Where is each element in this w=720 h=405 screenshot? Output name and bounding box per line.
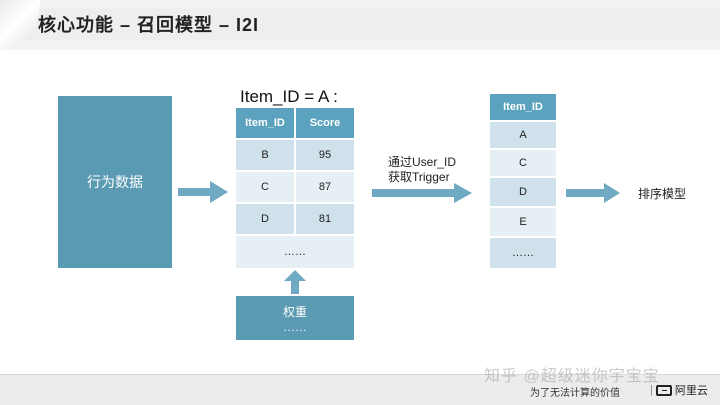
arrow-right-icon <box>566 183 620 203</box>
trigger-label-line1: 通过User_ID <box>388 155 457 169</box>
footer-slogan: 为了无法计算的价值 <box>530 388 620 399</box>
brand-separator: | <box>650 384 653 396</box>
footer-divider <box>0 374 720 375</box>
weight-label: 权重 <box>282 304 307 319</box>
list-item: C <box>490 150 556 176</box>
list-item: …… <box>490 238 556 268</box>
behavior-data-block: 行为数据 <box>58 96 172 268</box>
trigger-label: 通过User_ID 获取Trigger <box>388 155 456 185</box>
trigger-label-line2: 获取Trigger <box>388 170 450 184</box>
weight-block: 权重 …… <box>236 296 354 340</box>
score-table-title: Item_ID = A : <box>240 87 338 106</box>
table-cell: 95 <box>296 140 354 170</box>
brand-name: 阿里云 <box>674 385 708 397</box>
watermark: 知乎 @超级迷你宇宝宝 <box>484 368 660 385</box>
cloud-logo-icon <box>655 384 672 396</box>
score-table-header-item-id: Item_ID <box>236 108 294 138</box>
behavior-data-label: 行为数据 <box>87 174 143 190</box>
table-cell: 87 <box>296 172 354 202</box>
footer-bar <box>0 374 720 405</box>
arrow-up-icon <box>284 270 306 294</box>
score-table-header-score: Score <box>296 108 354 138</box>
list-item: E <box>490 208 556 236</box>
arrow-right-icon <box>178 181 228 203</box>
table-cell: C <box>236 172 294 202</box>
list-item: D <box>490 178 556 206</box>
rank-model-label: 排序模型 <box>638 187 687 201</box>
slide-title: 核心功能 – 召回模型 – I2I <box>38 15 260 35</box>
table-cell: 81 <box>296 204 354 234</box>
table-cell-ellipsis: …… <box>236 236 354 268</box>
header-bar <box>0 8 720 40</box>
footer-brand: | 阿里云 <box>650 382 708 398</box>
table-cell: B <box>236 140 294 170</box>
arrow-right-icon <box>372 183 472 203</box>
item-list-header: Item_ID <box>490 94 556 120</box>
weight-sub: …… <box>283 319 307 334</box>
table-cell: D <box>236 204 294 234</box>
list-item: A <box>490 122 556 148</box>
